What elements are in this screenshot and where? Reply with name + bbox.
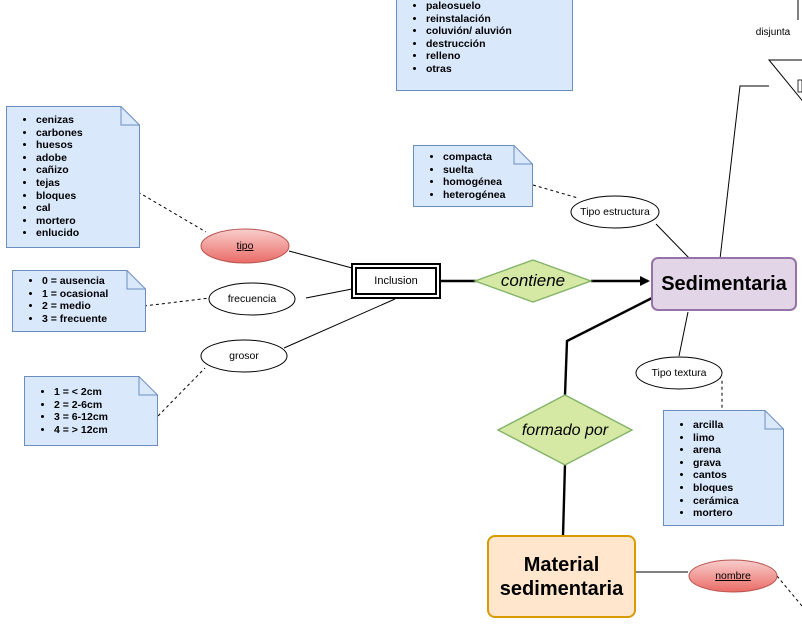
note-shape	[663, 410, 784, 526]
attribute-tipo[interactable]	[200, 228, 290, 264]
line-estructura-sedimentaria	[655, 223, 691, 260]
note-shape	[413, 145, 533, 207]
dashed-connector-frecuencia-note	[143, 297, 211, 307]
list-item: limo	[693, 432, 739, 445]
dashed-connector-tipo-note	[137, 191, 207, 233]
list-item: heterogénea	[443, 189, 505, 202]
thick-connectors	[441, 276, 653, 537]
entity-material-sedimentaria[interactable]	[487, 535, 636, 618]
note-tipo-list: cenizas carbones huesos adobe cañizo tej…	[6, 106, 140, 248]
list-item: 1 = ocasional	[42, 288, 108, 301]
list-item: compacta	[443, 151, 505, 164]
list-item: homogénea	[443, 176, 505, 189]
textura-list: arcilla limo arena grava cantos bloques …	[663, 419, 739, 520]
relationship-contiene[interactable]	[472, 259, 594, 303]
attribute-tipo-estructura-label: Tipo estructura	[580, 206, 650, 218]
note-textura-list: arcilla limo arena grava cantos bloques …	[663, 410, 784, 526]
dashed-connector-grosor-note	[157, 367, 206, 417]
line-grosor-inclusion	[283, 298, 396, 349]
note-shape	[24, 376, 158, 446]
entity-material-label: Material sedimentaria	[488, 536, 635, 617]
dashed-connector-nombre	[776, 575, 802, 607]
list-item: carbones	[36, 127, 83, 140]
relationship-contiene-label: contiene	[500, 271, 566, 290]
list-item: arena	[693, 444, 739, 457]
list-item: reinstalación	[426, 13, 512, 26]
line-frecuencia-inclusion	[305, 288, 353, 299]
list-item: cerámica	[693, 495, 739, 508]
list-item: grava	[693, 457, 739, 470]
list-item: cantos	[693, 469, 739, 482]
attribute-tipo-textura-label: Tipo textura	[651, 367, 707, 379]
list-item: 0 = ausencia	[42, 275, 108, 288]
entity-material-label-line2: sedimentaria	[499, 577, 624, 600]
entity-inclusion-label: Inclusion	[374, 275, 418, 287]
list-item: cenizas	[36, 114, 83, 127]
note-grosor-list: 1 = < 2cm 2 = 2-6cm 3 = 6-12cm 4 = > 12c…	[24, 376, 158, 446]
list-item: cañizo	[36, 164, 83, 177]
entity-sedimentaria-label: Sedimentaria	[661, 272, 787, 295]
line-formado-material	[561, 463, 567, 537]
list-item: 3 = frecuente	[42, 313, 108, 326]
relationship-formado-por[interactable]	[496, 394, 634, 466]
list-item: mortero	[693, 507, 739, 520]
disjunta-label: disjunta	[755, 26, 791, 38]
note-shape	[6, 106, 140, 248]
attribute-frecuencia[interactable]	[208, 282, 296, 316]
note-shape	[12, 270, 146, 332]
attribute-tipo-estructura[interactable]	[570, 195, 660, 229]
line-sedimentaria-subtype	[719, 85, 769, 260]
attribute-tipo-label: tipo	[236, 240, 254, 252]
note-shape	[396, 0, 573, 91]
grosor-list: 1 = < 2cm 2 = 2-6cm 3 = 6-12cm 4 = > 12c…	[24, 386, 108, 436]
attribute-frecuencia-label: frecuencia	[227, 293, 277, 305]
estructura-list: compacta suelta homogénea heterogénea	[413, 151, 505, 201]
attribute-grosor[interactable]	[200, 339, 288, 373]
attribute-nombre-label: nombre	[715, 570, 751, 582]
relationship-formado-por-label: formado por	[521, 422, 609, 439]
line-textura-sedimentaria	[678, 311, 689, 357]
tipo-list: cenizas carbones huesos adobe cañizo tej…	[6, 114, 83, 240]
frecuencia-list: 0 = ausencia 1 = ocasional 2 = medio 3 =…	[12, 275, 108, 325]
note-top-list: paleosuelo reinstalación coluvión/ aluvi…	[396, 0, 573, 91]
list-item: otras	[426, 63, 512, 76]
attribute-nombre[interactable]	[688, 559, 778, 593]
list-item: 4 = > 12cm	[54, 424, 108, 437]
line-formado-sedimentaria	[563, 296, 653, 396]
list-item: paleosuelo	[426, 0, 512, 13]
entity-material-label-line1: Material	[523, 553, 600, 576]
attribute-grosor-label: grosor	[229, 350, 259, 362]
list-item: suelta	[443, 164, 505, 177]
list-item: enlucido	[36, 227, 83, 240]
list-item: 2 = 2-6cm	[54, 399, 108, 412]
list-item: mortero	[36, 215, 83, 228]
list-item: coluvión/ aluvión	[426, 25, 512, 38]
list-item: 2 = medio	[42, 300, 108, 313]
list-item: 1 = < 2cm	[54, 386, 108, 399]
list-item: relleno	[426, 50, 512, 63]
list-item: adobe	[36, 152, 83, 165]
list-item: bloques	[693, 482, 739, 495]
top-list: paleosuelo reinstalación coluvión/ aluvi…	[396, 0, 512, 76]
note-estructura-list: compacta suelta homogénea heterogénea	[413, 145, 533, 207]
attribute-tipo-textura[interactable]	[635, 356, 723, 390]
list-item: 3 = 6-12cm	[54, 411, 108, 424]
list-item: bloques	[36, 190, 83, 203]
entity-inclusion[interactable]	[351, 263, 441, 299]
list-item: cal	[36, 202, 83, 215]
list-item: arcilla	[693, 419, 739, 432]
list-item: huesos	[36, 139, 83, 152]
connectors	[137, 85, 802, 607]
list-item: tejas	[36, 177, 83, 190]
note-frecuencia-list: 0 = ausencia 1 = ocasional 2 = medio 3 =…	[12, 270, 146, 332]
entity-sedimentaria[interactable]	[651, 257, 797, 311]
line-tipo-inclusion	[288, 250, 353, 269]
list-item: destrucción	[426, 38, 512, 51]
disjoint-subtype-triangle[interactable]	[767, 0, 802, 110]
dashed-connector-estructura-note	[532, 184, 579, 199]
